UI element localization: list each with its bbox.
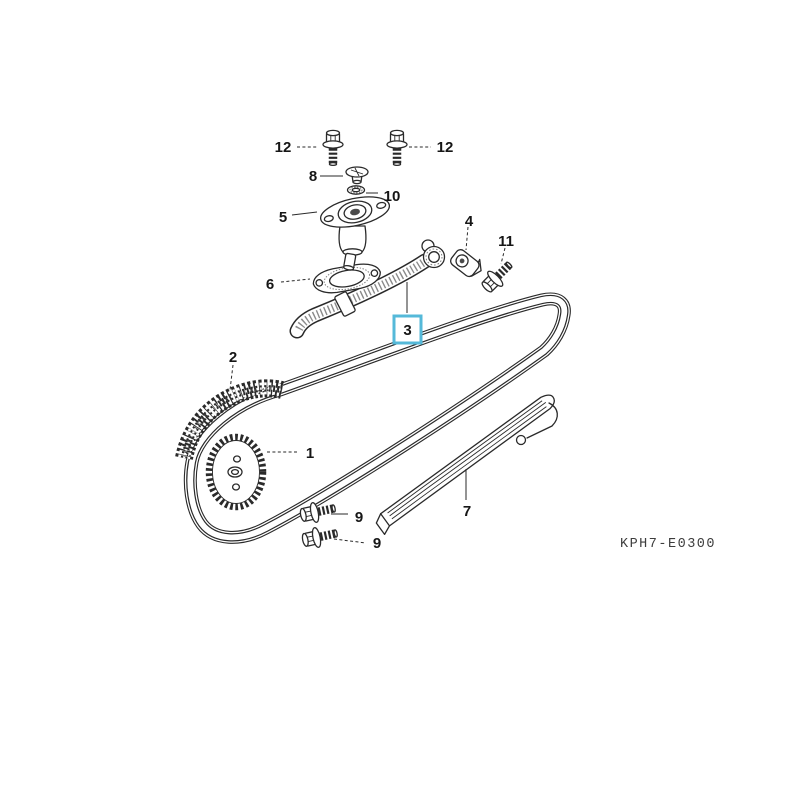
part-label-5[interactable]: 5 <box>279 209 287 226</box>
part-number-labels: 12 12 8 10 5 6 4 11 2 1 9 9 7 <box>229 139 514 552</box>
leader-4 <box>465 226 469 251</box>
part-label-12-left[interactable]: 12 <box>275 139 292 156</box>
part-12-flange-bolt-left <box>323 130 343 165</box>
part-label-3[interactable]: 3 <box>403 322 411 339</box>
leader-9-lower <box>333 538 367 544</box>
part-label-8[interactable]: 8 <box>309 168 317 185</box>
part-label-9-lower[interactable]: 9 <box>373 535 381 552</box>
part-11-flange-bolt <box>478 257 517 296</box>
part-2-cam-chain-links <box>175 379 284 461</box>
part-1-sprocket <box>205 433 267 511</box>
diagram-code: KPH7-E0300 <box>620 537 716 552</box>
part-6-gasket <box>312 263 381 294</box>
part-4-setting-plate <box>450 249 482 278</box>
part-3-tensioner-arm <box>289 239 446 339</box>
leader-2 <box>229 364 234 391</box>
part-label-2[interactable]: 2 <box>229 349 237 366</box>
part-5-tensioner-lifter <box>319 196 391 271</box>
part-label-6[interactable]: 6 <box>266 276 274 293</box>
part-label-11[interactable]: 11 <box>498 233 514 250</box>
leader-6 <box>280 278 311 283</box>
leader-5 <box>291 211 318 216</box>
part-9-flange-bolt-lower <box>301 523 339 550</box>
cam-chain-loop <box>183 292 571 544</box>
part-12-flange-bolt-right <box>387 130 407 165</box>
leader-11 <box>500 247 506 265</box>
highlighted-part-label-3[interactable]: 3 <box>392 314 423 345</box>
part-label-12-right[interactable]: 12 <box>437 139 454 156</box>
part-label-10[interactable]: 10 <box>384 188 401 205</box>
highlight-box <box>392 314 423 345</box>
part-10-washer <box>346 185 366 195</box>
leader-lines <box>229 146 506 544</box>
part-8-sealing-bolt <box>345 166 369 185</box>
part-label-9-upper[interactable]: 9 <box>355 509 363 526</box>
part-7-chain-guide <box>375 394 558 536</box>
part-label-4[interactable]: 4 <box>465 213 474 230</box>
part-label-7[interactable]: 7 <box>463 503 471 520</box>
part-label-1[interactable]: 1 <box>306 445 314 462</box>
